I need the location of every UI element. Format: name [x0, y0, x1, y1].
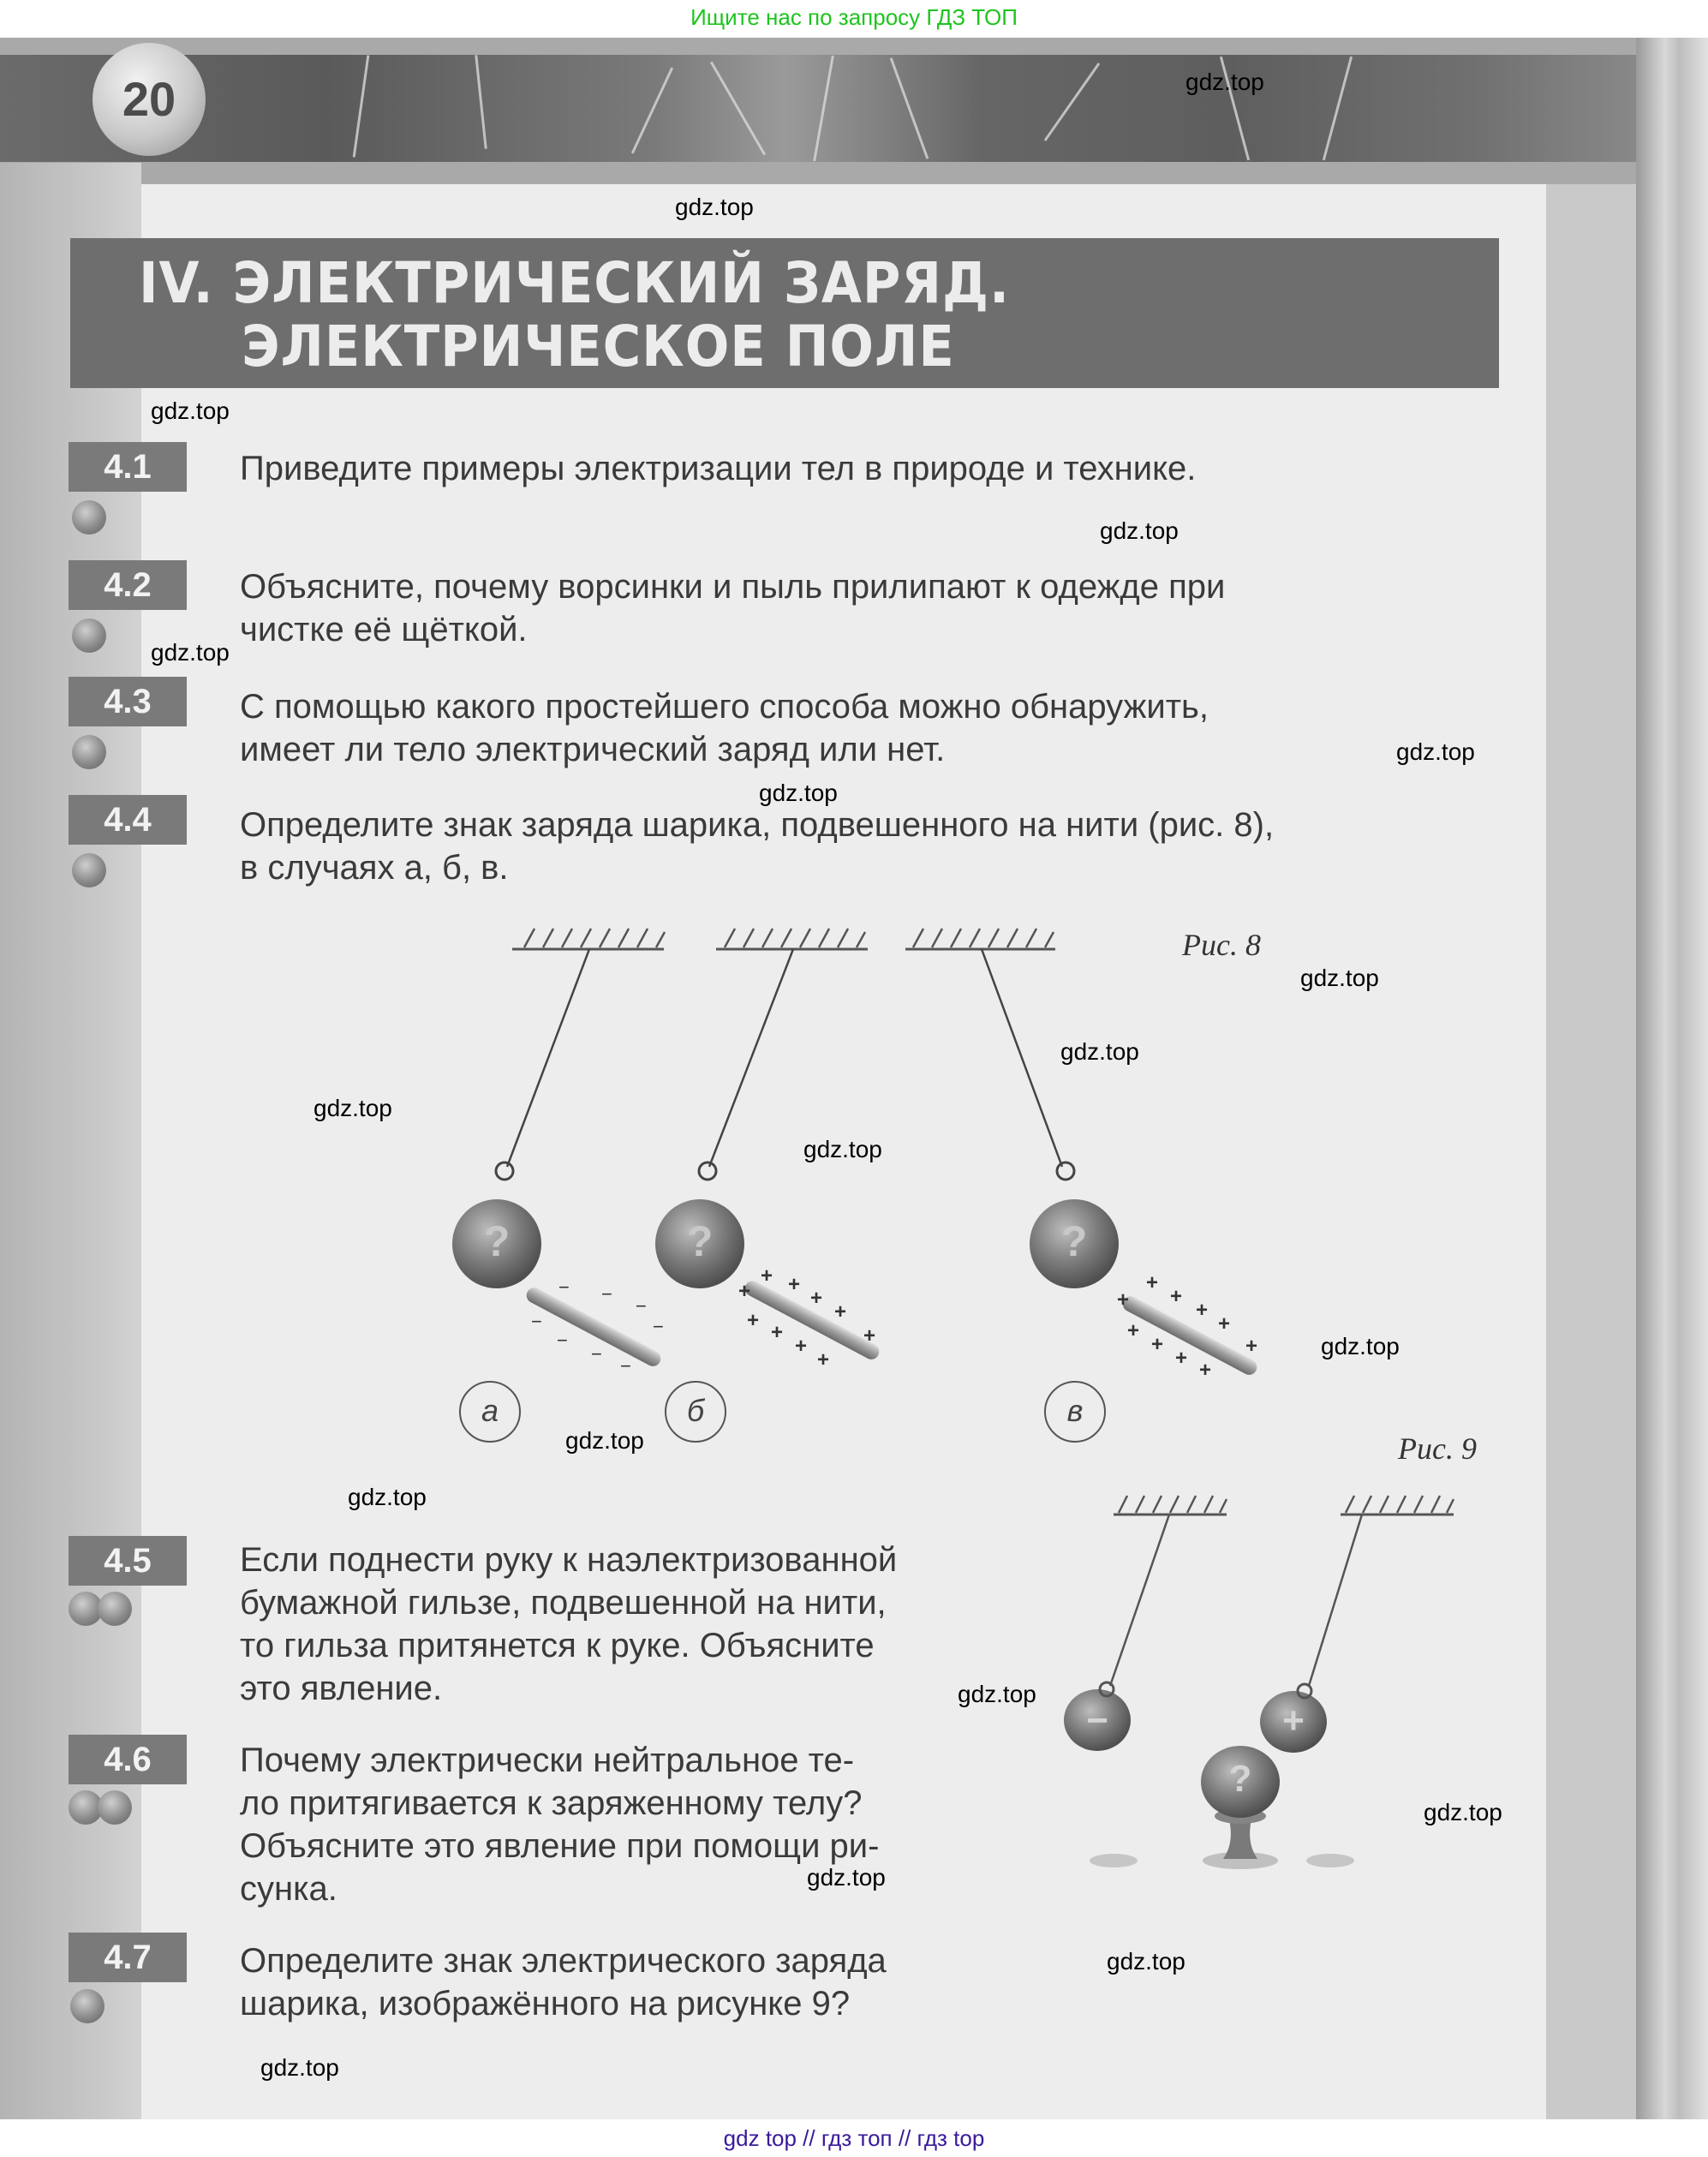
- question-mark-icon: ?: [483, 1217, 511, 1265]
- difficulty-ball-icon: [72, 853, 106, 887]
- page-number-badge: 20: [93, 43, 206, 156]
- watermark: gdz.top: [1396, 738, 1475, 765]
- task-4-5-text: Если поднести руку к наэлектризованной б…: [240, 1541, 898, 1707]
- figure-8-label: Рис. 8: [1182, 928, 1261, 962]
- rod-a-charges: − − − − − − − −: [531, 1276, 664, 1377]
- hanging-ball-a: [452, 1161, 541, 1288]
- watermark: gdz.top: [1185, 69, 1264, 95]
- figure-9-label: Рис. 9: [1398, 1431, 1477, 1466]
- task-number-4-2: 4.2: [69, 560, 187, 610]
- watermark: gdz.top: [348, 1484, 427, 1510]
- difficulty-ball-icon: [72, 500, 106, 535]
- difficulty-ball-icon: [72, 618, 106, 653]
- question-mark-icon: ?: [686, 1217, 714, 1265]
- footer-links[interactable]: gdz top // гдз топ // гдз top: [0, 2119, 1708, 2157]
- watermark: gdz.top: [958, 1681, 1036, 1707]
- difficulty-ball-icon: [98, 1592, 132, 1626]
- watermark: gdz.top: [1107, 1948, 1185, 1975]
- hanging-ball-b: [655, 1161, 744, 1288]
- hanging-ball-c: [1030, 1161, 1119, 1288]
- watermark: gdz.top: [260, 2054, 339, 2081]
- task-4-7-text: Определите знак электрического заряда ша…: [240, 1942, 887, 2023]
- watermark: gdz.top: [1100, 517, 1179, 544]
- rod-b-charges: + + + + + + + + + +: [738, 1264, 876, 1371]
- question-mark-icon: ?: [1228, 1758, 1252, 1800]
- task-number-4-4: 4.4: [69, 795, 187, 845]
- rod-b: [744, 1281, 880, 1359]
- watermark: gdz.top: [675, 194, 754, 220]
- chapter-title: IV. ЭЛЕКТРИЧЕСКИЙ ЗАРЯД. ЭЛЕКТРИЧЕСКОЕ П…: [70, 238, 1499, 388]
- watermark: gdz.top: [151, 639, 230, 666]
- task-number-4-5: 4.5: [69, 1536, 187, 1586]
- fig9-ball-positive: [1260, 1682, 1327, 1753]
- fig9-ball-negative: [1064, 1681, 1131, 1751]
- task-number-4-1: 4.1: [69, 442, 187, 492]
- chapter-title-line2: ЭЛЕКТРИЧЕСКОЕ ПОЛЕ: [242, 314, 955, 379]
- task-4-4-text: Определите знак заряда шарика, подвешенн…: [240, 806, 1275, 887]
- book-spine: [1636, 38, 1708, 2119]
- task-4-3-text: С помощью какого простейшего способа мож…: [240, 688, 1209, 768]
- watermark: gdz.top: [314, 1095, 392, 1121]
- question-mark-icon: ?: [1060, 1217, 1088, 1265]
- case-label-c: в: [1044, 1381, 1106, 1443]
- task-number-4-6: 4.6: [69, 1735, 187, 1784]
- minus-sign-icon: −: [1086, 1700, 1108, 1742]
- task-number-4-3: 4.3: [69, 677, 187, 726]
- difficulty-ball-icon: [70, 1989, 105, 2023]
- watermark: gdz.top: [565, 1427, 644, 1454]
- watermark: gdz.top: [759, 780, 838, 806]
- lightning-header: [0, 55, 1636, 162]
- watermark: gdz.top: [151, 397, 230, 424]
- difficulty-ball-icon: [69, 1790, 103, 1825]
- task-4-2-text: Объясните, почему ворсинки и пыль прилип…: [240, 568, 1226, 648]
- fig9-ball-on-stand: [1090, 1746, 1354, 1869]
- task-4-1-text: Приведите примеры электризации тел в при…: [240, 450, 1197, 487]
- rod-c-charges: + + + + + + + + + +: [1117, 1271, 1258, 1382]
- task-4-6-text: Почему электрически нейтральное те- ло п…: [240, 1742, 880, 1908]
- page-right-margin: [1546, 184, 1636, 2119]
- watermark: gdz.top: [1424, 1799, 1502, 1825]
- search-banner[interactable]: Ищите нас по запросу ГДЗ ТОП: [690, 4, 1018, 30]
- watermark: gdz.top: [1060, 1038, 1139, 1065]
- difficulty-ball-icon: [72, 735, 106, 769]
- plus-sign-icon: +: [1282, 1700, 1305, 1742]
- page-body: [141, 184, 1546, 2119]
- watermark: gdz.top: [1300, 965, 1379, 991]
- difficulty-ball-icon: [98, 1790, 132, 1825]
- watermark: gdz.top: [803, 1136, 882, 1162]
- watermark: gdz.top: [807, 1864, 886, 1891]
- rod-c: [1122, 1296, 1257, 1375]
- task-number-4-7: 4.7: [69, 1933, 187, 1982]
- page-number: 20: [122, 72, 176, 126]
- rod-a: [526, 1288, 661, 1366]
- chapter-title-line1: IV. ЭЛЕКТРИЧЕСКИЙ ЗАРЯД.: [139, 250, 1010, 316]
- watermark: gdz.top: [1321, 1333, 1400, 1359]
- case-label-b: б: [665, 1381, 726, 1443]
- difficulty-ball-icon: [69, 1592, 103, 1626]
- case-label-a: а: [459, 1381, 521, 1443]
